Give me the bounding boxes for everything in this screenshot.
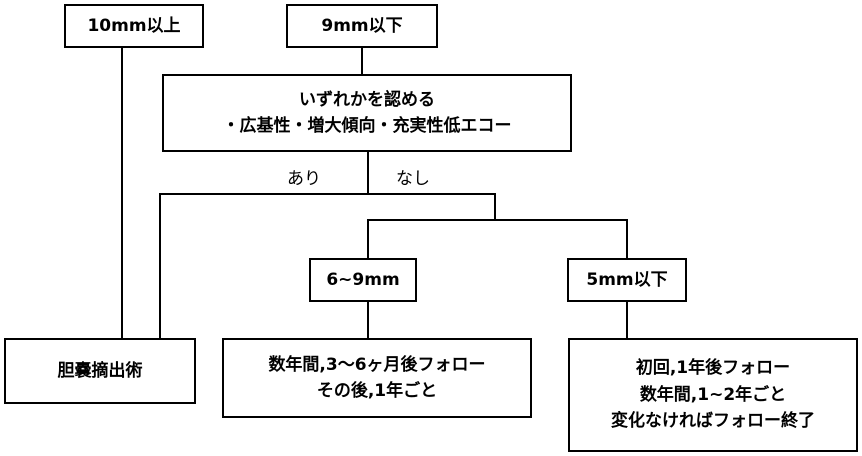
mid-followup-line1: 数年間,3〜6ヶ月後フォロー xyxy=(268,354,486,375)
small-followup-line1: 初回,1年後フォロー xyxy=(635,358,791,379)
criteria-line1: いずれかを認める xyxy=(299,89,435,110)
connector-yes-surgery xyxy=(159,193,368,340)
box-cholecystectomy: 胆嚢摘出術 xyxy=(4,338,196,404)
connector-no xyxy=(368,193,496,220)
box-10mm-or-more-label: 10mm以上 xyxy=(87,15,181,36)
box-6-9mm: 6~9mm xyxy=(309,258,417,302)
box-9mm-or-less-label: 9mm以下 xyxy=(321,15,403,36)
box-6-9mm-label: 6~9mm xyxy=(326,269,400,290)
small-followup-line2: 数年間,1~2年ごと xyxy=(639,384,787,405)
mid-followup-line2: その後,1年ごと xyxy=(316,381,438,401)
box-cholecystectomy-label: 胆嚢摘出術 xyxy=(57,360,143,381)
box-mid-followup: 数年間,3〜6ヶ月後フォロー その後,1年ごと xyxy=(222,338,532,418)
box-small-followup: 初回,1年後フォロー 数年間,1~2年ごと 変化なければフォロー終了 xyxy=(568,338,858,452)
branch-label-no: なし xyxy=(396,169,430,189)
small-followup-line3: 変化なければフォロー終了 xyxy=(611,411,815,432)
branch-label-yes: あり xyxy=(287,169,321,189)
connector-split xyxy=(367,219,628,260)
box-criteria: いずれかを認める ・広基性・増大傾向・充実性低エコー xyxy=(162,74,572,152)
box-9mm-or-less: 9mm以下 xyxy=(286,4,438,48)
criteria-line2: ・広基性・増大傾向・充実性低エコー xyxy=(222,116,512,136)
box-5mm-or-less: 5mm以下 xyxy=(567,258,687,302)
box-5mm-or-less-label: 5mm以下 xyxy=(586,269,668,290)
box-10mm-or-more: 10mm以上 xyxy=(64,4,204,48)
